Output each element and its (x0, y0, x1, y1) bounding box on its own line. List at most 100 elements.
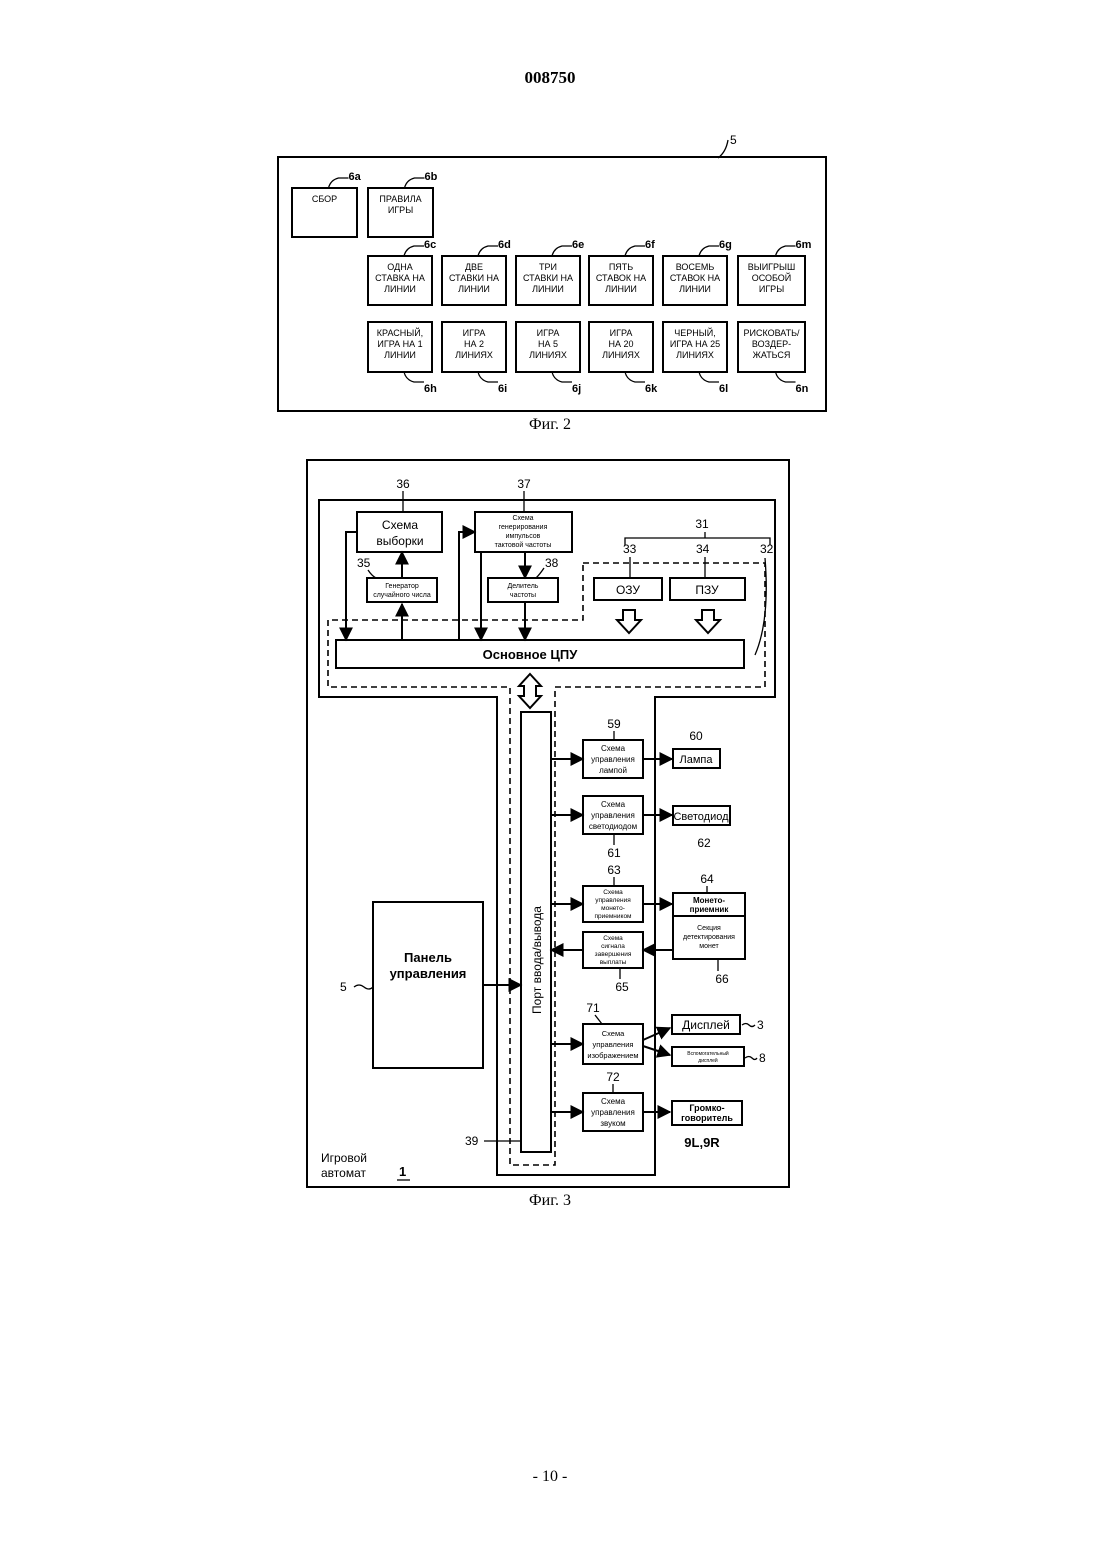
fig2-button-6e-line: ТРИ (539, 262, 557, 272)
ref-3: 3 (757, 1018, 764, 1032)
svg-text:светодиодом: светодиодом (589, 822, 637, 831)
fig2-button-6n-line: ВОЗДЕР- (752, 339, 791, 349)
ram-to-cpu-arrow (617, 610, 641, 633)
ref-5: 5 (340, 980, 347, 994)
fig2-button-6d-line: ЛИНИИ (458, 284, 490, 294)
fig2-button-6i-line: ИГРА (463, 328, 486, 338)
fig2-diagram: 5 СБОР6aПРАВИЛАИГРЫ6bОДНАСТАВКА НАЛИНИИ6… (278, 133, 826, 411)
fig2-button-6c-line: СТАВКА НА (375, 273, 425, 283)
fig3-diagram: Схема выборки 36 Схема генерирования имп… (307, 460, 789, 1187)
machine-label-2: автомат (321, 1166, 366, 1180)
ref-65: 65 (615, 980, 629, 994)
sampling-circuit-label-2: выборки (376, 534, 423, 548)
fig2-button-6h-line: КРАСНЫЙ, (377, 327, 423, 338)
fig2-ref-6i: 6i (498, 383, 507, 395)
svg-text:звуком: звуком (600, 1119, 625, 1128)
ref-71: 71 (586, 1001, 600, 1015)
svg-text:Схема: Схема (603, 935, 623, 942)
fig2-ref-6g: 6g (719, 239, 732, 251)
rom-to-cpu-arrow (696, 610, 720, 633)
fig2-button-6i-line: НА 2 (464, 339, 484, 349)
fig2-button-6h-line: ИГРА НА 1 (377, 339, 422, 349)
fig2-button-6g-line: СТАВОК НА (670, 273, 720, 283)
svg-text:выплаты: выплаты (600, 959, 627, 966)
rng-label-2: случайного числа (373, 591, 431, 599)
fig2-ref-6h: 6h (424, 383, 437, 395)
fig2-ref-6a: 6a (349, 171, 362, 183)
fig3-control-panel-box (373, 902, 483, 1068)
svg-text:Схема: Схема (602, 1029, 625, 1038)
ref-66: 66 (715, 972, 729, 986)
io-port-label: Порт ввода/вывода (530, 906, 544, 1014)
ref-60: 60 (689, 729, 703, 743)
led-label: Светодиод (673, 811, 729, 823)
fig2-button-6b-line: ИГРЫ (388, 205, 413, 215)
clock-label-2: генерирования (499, 524, 548, 531)
fig2-ref-6c: 6c (424, 239, 436, 251)
svg-text:изображением: изображением (587, 1051, 638, 1060)
fig2-button-6l-line: ЛИНИЯХ (676, 350, 714, 360)
svg-text:управления: управления (595, 897, 631, 904)
fig2-button-6g-line: ЛИНИИ (679, 284, 711, 294)
ref-32: 32 (760, 542, 774, 556)
ref-63: 63 (607, 863, 621, 877)
fig2-button-6f-line: ПЯТЬ (609, 262, 633, 272)
machine-label-1: Игровой (321, 1151, 367, 1165)
fig2-button-6n-line: ЖАТЬСЯ (753, 350, 791, 360)
ref-62: 62 (697, 836, 711, 850)
svg-text:завершения: завершения (595, 951, 632, 958)
rng-label-1: Генератор (385, 583, 419, 590)
svg-text:Вспомогательный: Вспомогательный (687, 1050, 729, 1057)
rom-label: ПЗУ (695, 583, 719, 597)
fig2-button-6i-line: ЛИНИЯХ (455, 350, 493, 360)
svg-text:сигнала: сигнала (601, 943, 625, 950)
fig2-button-6d-line: СТАВКИ НА (449, 273, 499, 283)
svg-text:Схема: Схема (601, 744, 626, 753)
fig2-button-6a-line: СБОР (312, 194, 337, 204)
fig2-button-6j-line: ИГРА (537, 328, 560, 338)
fig2-button-6c-line: ЛИНИИ (384, 284, 416, 294)
ref-34: 34 (696, 542, 710, 556)
svg-text:приемником: приемником (594, 913, 632, 920)
fig2-button-6l-line: ИГРА НА 25 (670, 339, 720, 349)
fig2-button-6k-line: ИГРА (610, 328, 633, 338)
fig2-ref-6m: 6m (796, 239, 812, 251)
ref-9l-9r: 9L,9R (684, 1135, 720, 1150)
fig2-button-6h-line: ЛИНИИ (384, 350, 416, 360)
cpu-io-double-arrow (519, 674, 541, 708)
page-number: - 10 - (0, 1468, 1100, 1486)
ref-35: 35 (357, 556, 371, 570)
ref-37: 37 (517, 477, 531, 491)
fig2-button-6n-line: РИСКОВАТЬ/ (743, 328, 800, 338)
svg-text:лампой: лампой (599, 766, 627, 775)
ref-8: 8 (759, 1051, 766, 1065)
fig2-ref-6f: 6f (645, 239, 655, 251)
divider-label-2: частоты (510, 592, 536, 599)
ref-31: 31 (695, 517, 709, 531)
svg-text:управления: управления (591, 811, 635, 820)
svg-text:дисплей: дисплей (698, 1057, 718, 1064)
svg-text:приемник: приемник (690, 905, 730, 914)
fig2-button-6l-line: ЧЕРНЫЙ, (674, 327, 715, 338)
fig2-button-6e-line: ЛИНИИ (532, 284, 564, 294)
fig2-button-6m-line: ОСОБОЙ (752, 272, 792, 283)
panel-ref: 5 (730, 133, 737, 147)
ref-33: 33 (623, 542, 637, 556)
fig2-caption: Фиг. 2 (450, 416, 650, 434)
fig2-button-6b-line: ПРАВИЛА (379, 194, 421, 204)
fig2-button-6f-line: ЛИНИИ (605, 284, 637, 294)
clock-label-3: импульсов (506, 533, 541, 540)
ref-59: 59 (607, 717, 621, 731)
svg-text:управления: управления (593, 1040, 634, 1049)
fig2-ref-6j: 6j (572, 383, 581, 395)
svg-text:Секция: Секция (697, 925, 721, 932)
clock-label-1: Схема (512, 515, 533, 522)
fig2-button-6k-line: ЛИНИЯХ (602, 350, 640, 360)
fig2-ref-6l: 6l (719, 383, 728, 395)
fig2-button-6m-line: ВЫИГРЫШ (748, 262, 796, 272)
fig2-button-6j-line: ЛИНИЯХ (529, 350, 567, 360)
svg-text:говоритель: говоритель (681, 1113, 733, 1123)
fig3-caption: Фиг. 3 (450, 1192, 650, 1210)
sampling-circuit-label-1: Схема (382, 518, 418, 532)
